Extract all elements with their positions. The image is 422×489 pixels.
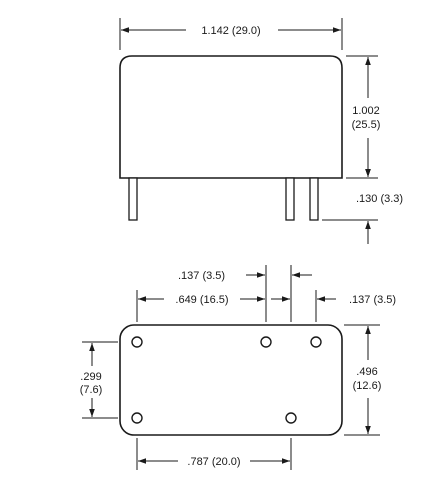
pin-hole-top-mid bbox=[260, 336, 272, 348]
height-label-in: 1.002 bbox=[352, 105, 380, 117]
pin-hole-top-right bbox=[310, 336, 322, 348]
side-pin-left bbox=[128, 177, 138, 221]
spacing-right-label: .137 (3.5) bbox=[349, 294, 396, 306]
left-height-label-in: .299 bbox=[80, 371, 101, 383]
bottom-width-label: .787 (20.0) bbox=[187, 456, 240, 468]
height-label-mm: (25.5) bbox=[352, 119, 381, 131]
right-height-label-in: .496 bbox=[356, 366, 377, 378]
side-view: 1.142 (29.0) 1.002 (25.5) .130 (3.3) bbox=[119, 18, 403, 244]
pin-hole-bottom-mid bbox=[285, 412, 297, 424]
pin-hole-top-left bbox=[131, 336, 143, 348]
pin-offset-label: .649 (16.5) bbox=[175, 294, 228, 306]
spacing-top-label: .137 (3.5) bbox=[178, 270, 225, 282]
bottom-view: .137 (3.5) .649 (16.5) .137 (3.5) .299 (… bbox=[80, 265, 396, 470]
pin-length-label: .130 (3.3) bbox=[356, 193, 403, 205]
side-pin-right bbox=[309, 177, 319, 221]
left-height-label-mm: (7.6) bbox=[80, 384, 103, 396]
right-height-label-mm: (12.6) bbox=[353, 380, 382, 392]
width-label: 1.142 (29.0) bbox=[201, 25, 260, 37]
side-pin-mid bbox=[285, 177, 295, 221]
pin-hole-bottom-left bbox=[131, 412, 143, 424]
bottom-body-outline bbox=[119, 324, 343, 436]
relay-body-outline bbox=[119, 55, 343, 179]
